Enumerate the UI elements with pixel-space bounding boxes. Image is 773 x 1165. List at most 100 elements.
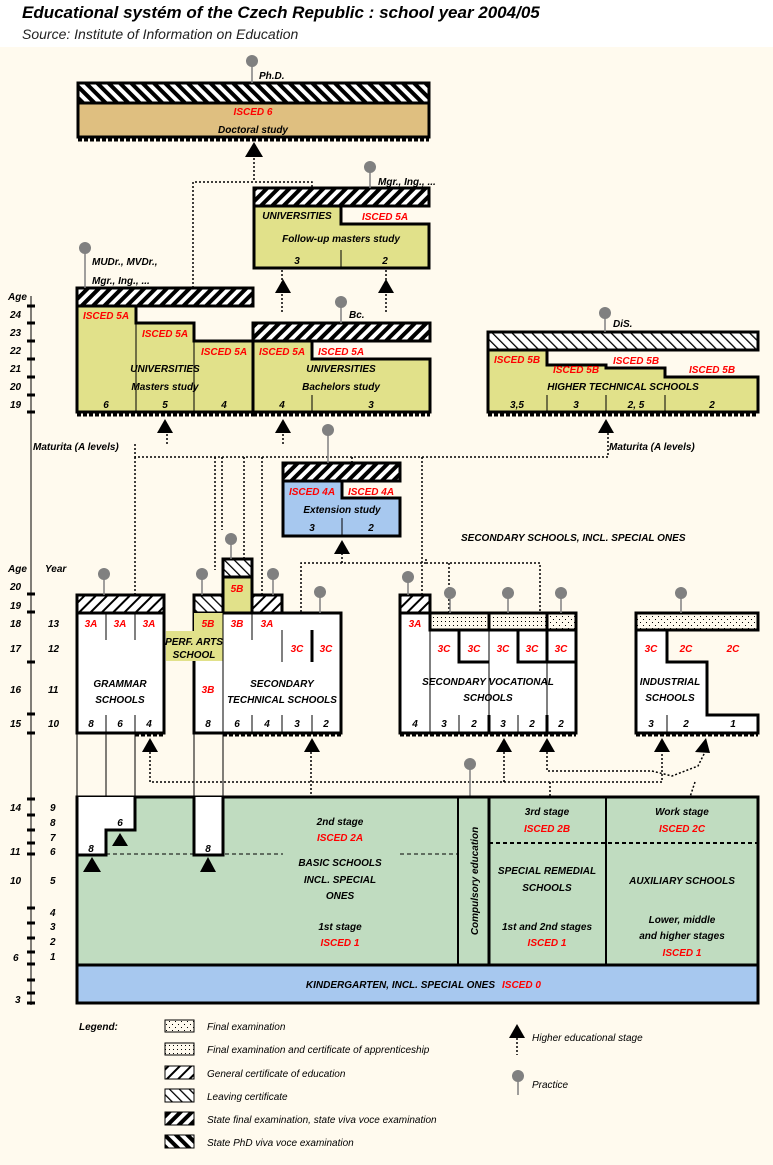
degree-label: Bc. [349,310,365,321]
isced-label: ISCED 1 [663,948,702,959]
bachelors-study-block[interactable]: ISCED 5A ISCED 5A UNIVERSITIES Bachelors… [251,296,432,433]
apprenticeship-swatch-icon [164,1042,195,1056]
stage-label: 3rd stage [525,807,570,818]
secondary-technical-block[interactable]: 5B 5B PERF. ARTS SCHOOL 3B 8 3B 3A 3C 3C… [165,533,343,752]
isced-level: 3C [645,644,659,655]
state-exam-swatch-icon [164,1111,195,1126]
age-tick: 10 [10,876,22,887]
practice-pin-icon [512,1070,524,1082]
isced-label: ISCED 5B [494,355,540,366]
isced-level: 3C [291,644,305,655]
year-tick: 3 [50,922,56,933]
masters-study-block[interactable]: ISCED 5A ISCED 5A ISCED 5A UNIVERSITIES … [75,242,255,433]
industrial-schools-block[interactable]: 3C 2C 2C INDUSTRIAL SCHOOLS 3 2 1 [634,587,760,753]
duration-label: 1 [730,719,736,730]
practice-pin-icon [196,568,208,580]
duration-label: 2 [708,400,715,411]
grammar-box [75,611,166,735]
higher-stage-arrow-icon [334,540,350,554]
legend-item: Leaving certificate [207,1092,288,1103]
phd-exam-swatch-icon [164,1134,195,1149]
institution-label: UNIVERSITIES [262,211,332,222]
basic-age-axis: 14 11 10 6 3 9 8 7 6 5 4 3 2 1 [10,797,56,1006]
gce-band [250,593,284,615]
perf-arts-label: PERF. ARTS [165,637,223,648]
duration-label: 2 [682,719,689,730]
degree-label: MUDr., MVDr., [92,257,158,268]
year-tick: 2 [49,937,56,948]
extension-study-block[interactable]: ISCED 4A ISCED 4A Extension study 3 2 [281,424,402,554]
doctoral-study-block[interactable]: ISCED 6 Doctoral study Ph.D. [76,55,431,157]
duration-label: 2, 5 [627,400,645,411]
higher-stage-arrow-icon [275,279,291,293]
program-name: Extension study [303,505,381,516]
kindergarten-block[interactable]: KINDERGARTEN, INCL. SPECIAL ONES ISCED 0 [75,963,760,1005]
isced-label: ISCED 5B [553,365,599,376]
practice-pin-icon [599,307,611,319]
isced-label: ISCED 2A [317,833,363,844]
year-tick: 11 [48,685,59,696]
state-exam-band [252,186,431,208]
basic-schools-block[interactable]: 8 6 8 2nd stage ISCED 2A BASIC SCHOOLS I… [75,733,760,967]
age-label: Age [7,564,27,575]
stage-label: 1st stage [318,922,362,933]
practice-pin-icon [314,586,326,598]
duration-label: 2 [557,719,564,730]
followup-box [252,204,431,270]
school-name: SCHOOLS [645,693,695,704]
year-tick: 13 [48,619,60,630]
program-name: Bachelors study [302,382,380,393]
state-exam-band [75,286,255,308]
age-tick: 23 [9,328,22,339]
followup-masters-block[interactable]: UNIVERSITIES ISCED 5A Follow-up masters … [252,161,436,293]
school-name: SCHOOLS [522,883,572,894]
gce-band [398,593,432,615]
secondary-vocational-block[interactable]: 3A 3C 3C 3C 3C 3C SECONDARY VOCATIONAL S… [398,571,578,752]
duration-label: 4 [145,719,152,730]
leaving-cert-swatch-icon [164,1088,195,1103]
final-exam-swatch-icon [164,1019,195,1033]
year-tick: 9 [50,803,56,814]
compulsory-education-label: Compulsory education [470,827,481,935]
degree-label: Ph.D. [259,71,285,82]
duration-label: 6 [103,400,109,411]
age-tick: 20 [9,582,22,593]
duration-label: 3 [294,719,300,730]
higher-stage-arrow-icon [142,738,158,752]
year-tick: 6 [50,847,56,858]
maturita-label-left: Maturita (A levels) [33,442,119,453]
duration-label: 3 [309,523,315,534]
practice-pin-icon [675,587,687,599]
stage-label: and higher stages [639,931,725,942]
grammar-schools-block[interactable]: 3A 3A 3A GRAMMAR SCHOOLS 8 6 4 [75,568,166,752]
isced-level: 5B [202,619,215,630]
duration-label: 6 [117,818,123,829]
age-tick: 19 [10,400,22,411]
page-subtitle: Source: Institute of Information on Educ… [22,26,299,42]
duration-label: 3 [368,400,374,411]
legend-item: Practice [532,1080,569,1091]
school-name: GRAMMAR [93,679,147,690]
isced-label: ISCED 5B [613,356,659,367]
state-exam-band [281,461,402,483]
program-name: Masters study [131,382,199,393]
duration-label: 8 [88,844,94,855]
higher-technical-schools-block[interactable]: ISCED 5B ISCED 5B ISCED 5B ISCED 5B HIGH… [486,307,760,433]
duration-label: 2 [322,719,329,730]
higher-stage-arrow-icon [275,419,291,433]
isced-level: 3C [468,644,482,655]
duration-label: 4 [411,719,418,730]
duration-label: 3 [294,256,300,267]
isced-level: 2C [679,644,694,655]
duration-label: 8 [88,719,94,730]
higher-stage-arrow-icon [539,738,555,752]
school-name: KINDERGARTEN, INCL. SPECIAL ONES [306,980,495,991]
industrial-box [634,628,760,735]
higher-stage-arrow-icon [157,419,173,433]
practice-pin-icon [335,296,347,308]
age-tick: 11 [10,847,21,858]
isced-level: 3A [261,619,274,630]
year-tick: 10 [48,719,60,730]
program-name: Follow-up masters study [282,234,400,245]
practice-pin-icon [444,587,456,599]
